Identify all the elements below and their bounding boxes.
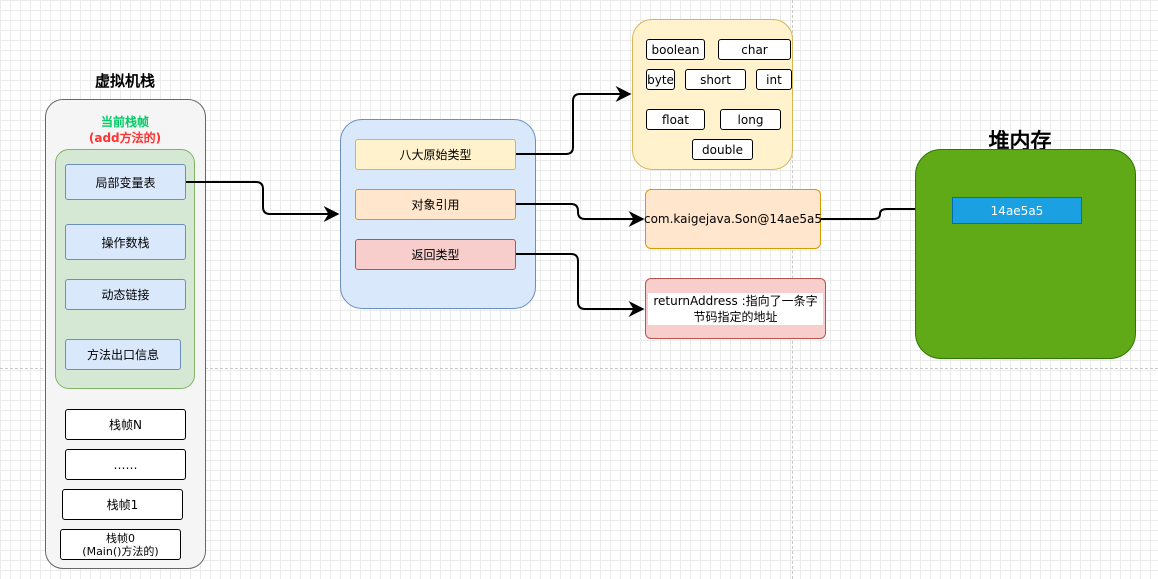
primitive-long[interactable]: long bbox=[720, 109, 781, 130]
guide-line-horizontal bbox=[0, 368, 1158, 369]
method-exit-info-box[interactable]: 方法出口信息 bbox=[65, 339, 181, 370]
frame-0-label: 栈帧0 bbox=[106, 531, 135, 545]
frame-ellipsis-box[interactable]: …… bbox=[65, 449, 186, 480]
frame-1-box[interactable]: 栈帧1 bbox=[62, 489, 183, 520]
primitive-char[interactable]: char bbox=[718, 39, 791, 60]
return-address-text: returnAddress :指向了一条字节码指定的地址 bbox=[648, 292, 823, 325]
frame-0-box[interactable]: 栈帧0 (Main()方法的) bbox=[60, 529, 181, 560]
frame-n-box[interactable]: 栈帧N bbox=[65, 409, 186, 440]
operand-stack-box[interactable]: 操作数栈 bbox=[65, 224, 186, 260]
local-variable-table-box[interactable]: 局部变量表 bbox=[65, 164, 186, 200]
primitive-types-box[interactable]: 八大原始类型 bbox=[355, 139, 516, 170]
primitive-float[interactable]: float bbox=[646, 109, 705, 130]
primitive-boolean[interactable]: boolean bbox=[646, 39, 705, 60]
primitive-double[interactable]: double bbox=[692, 139, 753, 160]
object-reference-box[interactable]: 对象引用 bbox=[355, 189, 516, 220]
arrow-return-to-address bbox=[516, 253, 645, 317]
arrow-primitive-to-list bbox=[516, 86, 632, 155]
dynamic-linking-box[interactable]: 动态链接 bbox=[65, 279, 186, 310]
line-value-to-heap bbox=[821, 208, 915, 220]
arrow-reference-to-value bbox=[516, 203, 645, 227]
primitive-short[interactable]: short bbox=[685, 69, 746, 90]
heap-container[interactable] bbox=[915, 149, 1136, 359]
primitive-byte[interactable]: byte bbox=[646, 69, 675, 90]
current-frame-method-label: (add方法的) bbox=[88, 130, 162, 145]
heap-object-box[interactable]: 14ae5a5 bbox=[952, 197, 1082, 224]
stack-title: 虚拟机栈 bbox=[94, 71, 155, 90]
frame-0-method-label: (Main()方法的) bbox=[82, 544, 159, 558]
primitive-int[interactable]: int bbox=[756, 69, 792, 90]
return-address-box[interactable]: returnAddress :指向了一条字节码指定的地址 bbox=[645, 278, 826, 339]
arrow-local-vars-to-types bbox=[186, 181, 340, 222]
current-frame-label: 当前栈帧 bbox=[100, 114, 149, 129]
object-reference-value-box[interactable]: com.kaigejava.Son@14ae5a5 bbox=[644, 189, 822, 249]
return-type-box[interactable]: 返回类型 bbox=[355, 239, 516, 270]
